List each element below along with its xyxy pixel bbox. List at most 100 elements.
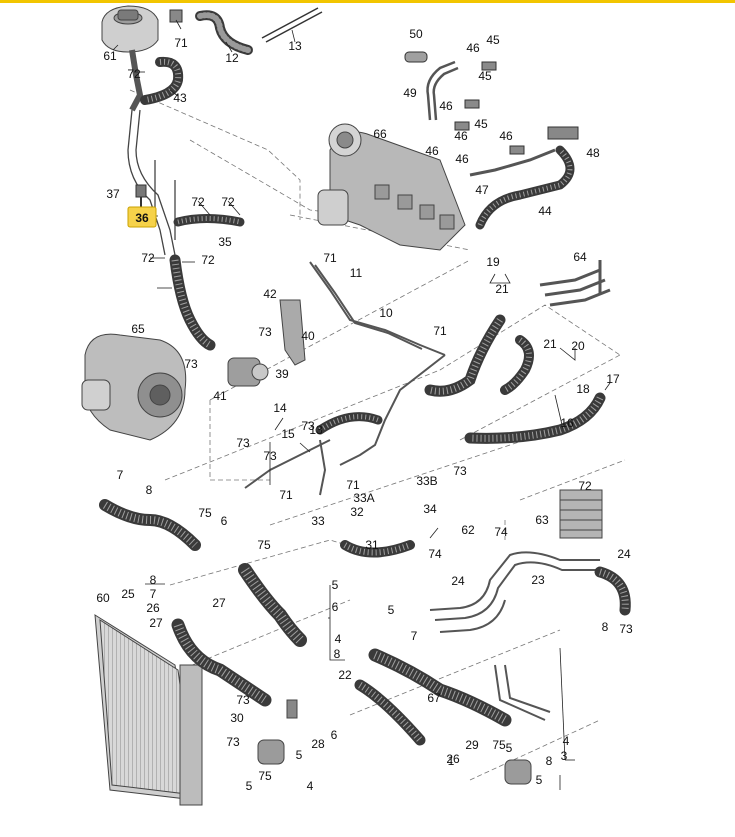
part-callout[interactable]: 72 <box>221 195 235 209</box>
part-callout[interactable]: 73 <box>184 357 198 371</box>
part-callout[interactable]: 7 <box>150 587 157 601</box>
part-callout[interactable]: 4 <box>563 734 570 748</box>
part-callout[interactable]: 21 <box>495 282 509 296</box>
part-callout[interactable]: 73 <box>453 464 467 478</box>
part-callout[interactable]: 14 <box>273 401 287 415</box>
part-callout[interactable]: 44 <box>538 204 552 218</box>
part-callout[interactable]: 75 <box>198 506 212 520</box>
part-callout[interactable]: 72 <box>127 67 141 81</box>
part-callout[interactable]: 13 <box>309 423 323 437</box>
part-callout[interactable]: 28 <box>311 737 325 751</box>
part-callout[interactable]: 49 <box>403 86 417 100</box>
part-callout[interactable]: 50 <box>409 27 423 41</box>
part-callout[interactable]: 13 <box>288 39 302 53</box>
part-callout[interactable]: 33B <box>416 474 437 488</box>
part-callout[interactable]: 73 <box>236 693 250 707</box>
part-callout[interactable]: 46 <box>425 144 439 158</box>
part-callout[interactable]: 27 <box>149 616 163 630</box>
part-callout[interactable]: 4 <box>335 632 342 646</box>
part-callout[interactable]: 16 <box>560 416 574 430</box>
part-callout[interactable]: 73 <box>236 436 250 450</box>
part-callout[interactable]: 1 <box>448 754 455 768</box>
part-callout[interactable]: 7 <box>411 629 418 643</box>
part-callout[interactable]: 27 <box>212 596 226 610</box>
part-callout[interactable]: 34 <box>423 502 437 516</box>
part-callout[interactable]: 31 <box>365 538 379 552</box>
part-callout[interactable]: 8 <box>146 483 153 497</box>
part-callout[interactable]: 12 <box>225 51 239 65</box>
part-callout[interactable]: 62 <box>461 523 475 537</box>
part-callout[interactable]: 60 <box>96 591 110 605</box>
part-callout[interactable]: 43 <box>173 91 187 105</box>
part-callout[interactable]: 47 <box>475 183 489 197</box>
part-callout[interactable]: 15 <box>281 427 295 441</box>
part-callout[interactable]: 25 <box>121 587 135 601</box>
part-callout[interactable]: 5 <box>296 748 303 762</box>
part-callout[interactable]: 63 <box>535 513 549 527</box>
part-callout[interactable]: 33 <box>311 514 325 528</box>
part-callout[interactable]: 74 <box>428 547 442 561</box>
part-callout[interactable]: 17 <box>606 372 620 386</box>
part-callout[interactable]: 73 <box>301 419 315 433</box>
part-callout[interactable]: 71 <box>346 478 360 492</box>
part-callout[interactable]: 73 <box>226 735 240 749</box>
part-callout[interactable]: 24 <box>451 574 465 588</box>
part-callout[interactable]: 26 <box>146 601 160 615</box>
part-callout[interactable]: 5 <box>536 773 543 787</box>
part-callout[interactable]: 19 <box>486 255 500 269</box>
part-callout[interactable]: 8 <box>150 573 157 587</box>
part-callout[interactable]: 8 <box>602 620 609 634</box>
part-callout[interactable]: 41 <box>213 389 227 403</box>
part-callout[interactable]: 33A <box>353 491 374 505</box>
part-callout[interactable]: 75 <box>492 738 506 752</box>
part-callout[interactable]: 46 <box>499 129 513 143</box>
part-callout[interactable]: 46 <box>454 129 468 143</box>
part-callout[interactable]: 4 <box>307 779 314 793</box>
part-callout[interactable]: 72 <box>578 479 592 493</box>
part-callout[interactable]: 32 <box>350 505 364 519</box>
part-callout[interactable]: 8 <box>546 754 553 768</box>
part-callout[interactable]: 71 <box>174 36 188 50</box>
part-callout[interactable]: 45 <box>478 69 492 83</box>
part-callout[interactable]: 20 <box>571 339 585 353</box>
part-callout[interactable]: 72 <box>191 195 205 209</box>
part-callout[interactable]: 45 <box>474 117 488 131</box>
part-callout[interactable]: 5 <box>506 741 513 755</box>
part-callout[interactable]: 46 <box>455 152 469 166</box>
part-callout[interactable]: 7 <box>117 468 124 482</box>
part-callout[interactable]: 61 <box>103 49 117 63</box>
part-callout[interactable]: 30 <box>230 711 244 725</box>
part-callout[interactable]: 71 <box>279 488 293 502</box>
part-callout[interactable]: 71 <box>323 251 337 265</box>
part-callout[interactable]: 65 <box>131 322 145 336</box>
part-callout[interactable]: 35 <box>218 235 232 249</box>
part-callout[interactable]: 74 <box>494 525 508 539</box>
part-callout[interactable]: 46 <box>466 41 480 55</box>
part-callout[interactable]: 3 <box>561 749 568 763</box>
part-callout[interactable]: 45 <box>486 33 500 47</box>
part-callout[interactable]: 40 <box>301 329 315 343</box>
part-callout[interactable]: 71 <box>433 324 447 338</box>
part-callout[interactable]: 6 <box>332 600 339 614</box>
part-callout[interactable]: 5 <box>246 779 253 793</box>
part-callout[interactable]: 6 <box>331 728 338 742</box>
part-callout[interactable]: 23 <box>531 573 545 587</box>
part-callout[interactable]: 64 <box>573 250 587 264</box>
part-callout[interactable]: 48 <box>586 146 600 160</box>
part-callout[interactable]: 29 <box>465 738 479 752</box>
part-callout[interactable]: 75 <box>258 769 272 783</box>
part-callout[interactable]: 37 <box>106 187 120 201</box>
part-callout[interactable]: 73 <box>263 449 277 463</box>
part-callout[interactable]: 5 <box>332 578 339 592</box>
part-callout[interactable]: 18 <box>576 382 590 396</box>
highlighted-part-36[interactable]: 36 <box>127 206 157 228</box>
part-callout[interactable]: 24 <box>617 547 631 561</box>
part-callout[interactable]: 73 <box>619 622 633 636</box>
part-callout[interactable]: 39 <box>275 367 289 381</box>
part-callout[interactable]: 42 <box>263 287 277 301</box>
part-callout[interactable]: 46 <box>439 99 453 113</box>
part-callout[interactable]: 72 <box>201 253 215 267</box>
part-callout[interactable]: 8 <box>334 647 341 661</box>
part-callout[interactable]: 11 <box>350 266 363 280</box>
part-callout[interactable]: 67 <box>427 691 441 705</box>
